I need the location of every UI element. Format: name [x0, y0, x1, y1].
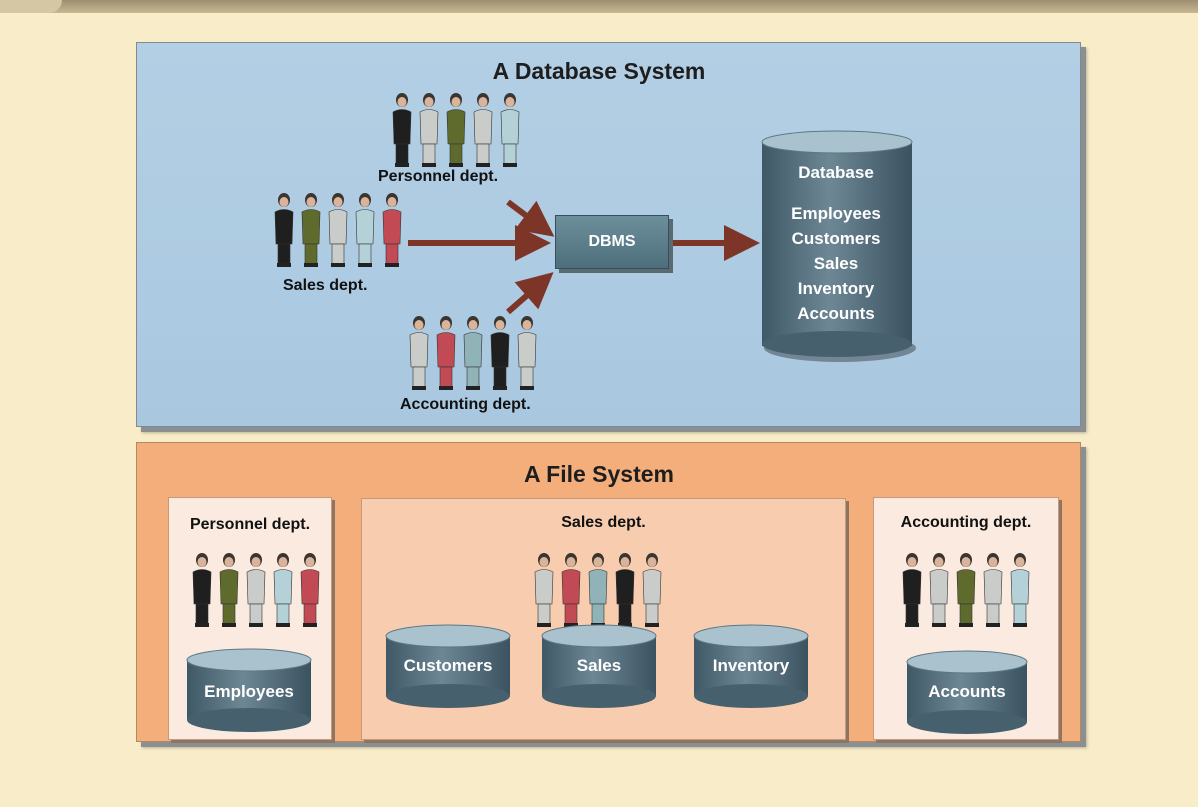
person-figure [300, 553, 320, 627]
sales-dept-label: Sales dept. [283, 277, 368, 294]
sales-file-label: Sales [576, 656, 622, 675]
person-figure [328, 193, 348, 267]
dbms-box: DBMS [555, 215, 669, 269]
fs-accounting-label: Accounting dept. [900, 514, 1032, 531]
person-figure [419, 93, 439, 167]
accounting-dept-label: Accounting dept. [400, 396, 531, 413]
sales-people-icon [270, 192, 411, 275]
personnel-dept-label: Personnel dept. [378, 168, 499, 185]
person-figure [534, 553, 554, 627]
person-figure [355, 193, 375, 267]
person-figure [500, 93, 520, 167]
person-figure [409, 316, 429, 390]
person-figure [929, 553, 949, 627]
customers-file-label: Customers [403, 656, 493, 675]
database-system-title: A Database System [492, 58, 706, 84]
person-figure [517, 316, 537, 390]
person-figure [436, 316, 456, 390]
inventory-file-label: Inventory [712, 656, 790, 675]
database-item-sales: Sales [813, 254, 859, 273]
person-figure [463, 316, 483, 390]
person-figure [446, 93, 466, 167]
person-figure [273, 553, 293, 627]
person-figure [382, 193, 402, 267]
person-figure [246, 553, 266, 627]
personnel-people-icon [388, 92, 529, 175]
person-figure [561, 553, 581, 627]
fs-personnel-people-icon [188, 552, 329, 635]
person-figure [274, 193, 294, 267]
person-figure [1010, 553, 1030, 627]
person-figure [192, 553, 212, 627]
employees-file-label: Employees [204, 682, 294, 701]
accounts-file-label: Accounts [928, 682, 1006, 701]
fs-sales-label: Sales dept. [561, 514, 646, 531]
person-figure [588, 553, 608, 627]
fs-accounting-people-icon [898, 552, 1039, 635]
person-figure [983, 553, 1003, 627]
database-contents: Database Employees Customers Sales Inven… [760, 160, 912, 326]
database-item-employees: Employees [791, 204, 881, 223]
person-figure [490, 316, 510, 390]
employees-file-cylinder-icon [186, 648, 312, 732]
database-cylinder-icon [761, 130, 916, 362]
top-strip [0, 0, 1198, 13]
sales-file-cylinder-icon [541, 624, 657, 708]
person-figure [219, 553, 239, 627]
person-figure [642, 553, 662, 627]
person-figure [473, 93, 493, 167]
person-figure [392, 93, 412, 167]
accounts-file-cylinder-icon [906, 650, 1028, 734]
person-figure [615, 553, 635, 627]
database-item-customers: Customers [791, 229, 881, 248]
accounting-people-icon [405, 315, 546, 398]
person-figure [902, 553, 922, 627]
database-item-accounts: Accounts [797, 304, 875, 323]
database-item-inventory: Inventory [797, 279, 875, 298]
person-figure [956, 553, 976, 627]
fs-personnel-label: Personnel dept. [189, 516, 311, 533]
person-figure [301, 193, 321, 267]
customers-file-cylinder-icon [385, 624, 511, 708]
top-strip-tab [0, 0, 62, 13]
file-system-title: A File System [524, 461, 674, 487]
database-title: Database [798, 163, 874, 182]
inventory-file-cylinder-icon [693, 624, 809, 708]
fs-sales-people-icon [530, 552, 671, 635]
